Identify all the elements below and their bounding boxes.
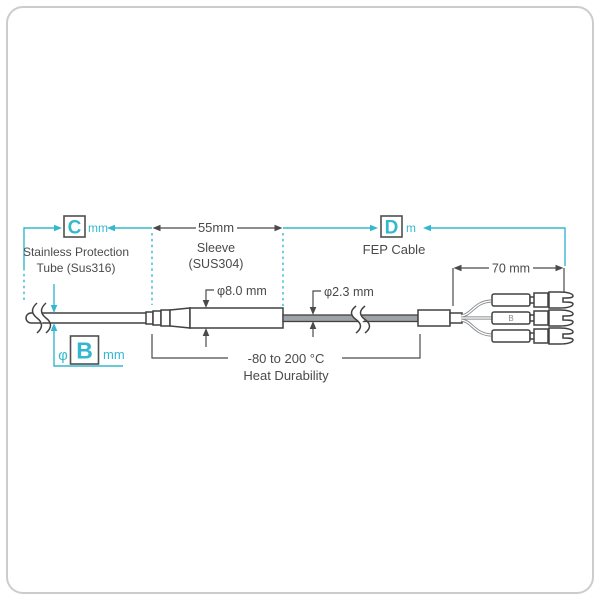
fork-length-label: 70 mm (492, 262, 530, 276)
dim-d-box (380, 215, 403, 238)
cable-break-mask (351, 306, 365, 333)
heat-bracket-left (151, 334, 228, 359)
crimp-ridge (152, 310, 162, 326)
cyan-dimensions: C mm D m φ B mm (23, 215, 566, 367)
protection-tube (25, 312, 148, 324)
junction-sleeve (417, 309, 451, 327)
terminal-b-marker: B (508, 314, 513, 323)
dim-c-box (63, 215, 86, 238)
tube-caption-line1: Stainless Protection (23, 245, 129, 259)
dim-d-letter: D (385, 218, 399, 239)
probe-body: B (25, 291, 574, 345)
terminal-middle (491, 309, 574, 327)
dim-c-unit: mm (88, 221, 108, 235)
dim-b-unit: mm (103, 347, 125, 362)
dim-d-line-right (431, 227, 566, 266)
terminal-top (491, 291, 574, 309)
arrowhead-right (370, 224, 378, 232)
lead-wires (460, 299, 492, 337)
image-frame (6, 6, 594, 594)
arrowhead-up (309, 321, 317, 329)
sleeve-body (189, 307, 284, 329)
dia-23-leader (312, 290, 321, 307)
lead-wire (460, 299, 492, 318)
lead-wire (460, 318, 492, 337)
dim-b-box (69, 335, 100, 365)
heat-durability-label: Heat Durability (243, 368, 329, 383)
terminal-bottom (491, 327, 574, 345)
heat-range-label: -80 to 200 °C (248, 351, 325, 366)
tube-break-squiggle (31, 302, 43, 334)
arrowhead-left (453, 264, 462, 272)
arrowhead-down (50, 305, 58, 313)
arrowhead-right (274, 224, 283, 232)
dim-c-line-left (23, 227, 54, 268)
tube-break-squiggle (40, 302, 52, 334)
crimp-ridge (145, 311, 154, 325)
sleeve-caption-line2: (SUS304) (189, 257, 244, 271)
arrowhead-left (152, 224, 161, 232)
lead-wire-core (460, 300, 492, 317)
dia-8-leader (205, 289, 214, 300)
fep-cable (282, 314, 419, 323)
tube-break-mask (32, 303, 46, 333)
crimp-ridge (160, 309, 171, 327)
lead-wire-core (460, 319, 492, 336)
fep-cable-caption: FEP Cable (363, 242, 426, 257)
dark-dimensions (151, 224, 565, 359)
arrowhead-up (50, 323, 58, 331)
dia-b-prefix: φ (58, 347, 68, 364)
dia-b-leader-bottom (53, 331, 123, 367)
arrowhead-down (202, 300, 210, 308)
arrowhead-right (54, 224, 62, 232)
cable-break-squiggle (350, 305, 362, 334)
sleeve-taper (169, 307, 191, 329)
text-labels: Stainless Protection Tube (Sus316) 55mm … (23, 220, 530, 383)
arrowhead-up (202, 328, 210, 336)
dim-d-unit: m (406, 221, 416, 235)
sleeve-length-label: 55mm (198, 220, 234, 235)
cable-diameter-label: φ2.3 mm (324, 285, 374, 299)
arrowhead-down (309, 307, 317, 315)
arrowhead-left (423, 224, 431, 232)
arrowhead-right (555, 264, 564, 272)
heat-bracket-right (342, 334, 421, 359)
dim-c-letter: C (68, 218, 82, 239)
tube-caption-line2: Tube (Sus316) (37, 261, 116, 275)
cable-break-squiggle (359, 305, 371, 334)
junction-stub (449, 312, 463, 324)
sleeve-caption-line1: Sleeve (197, 241, 235, 255)
sleeve-diameter-label: φ8.0 mm (217, 284, 267, 298)
dim-b-letter: B (76, 338, 93, 364)
arrowhead-left (107, 224, 115, 232)
